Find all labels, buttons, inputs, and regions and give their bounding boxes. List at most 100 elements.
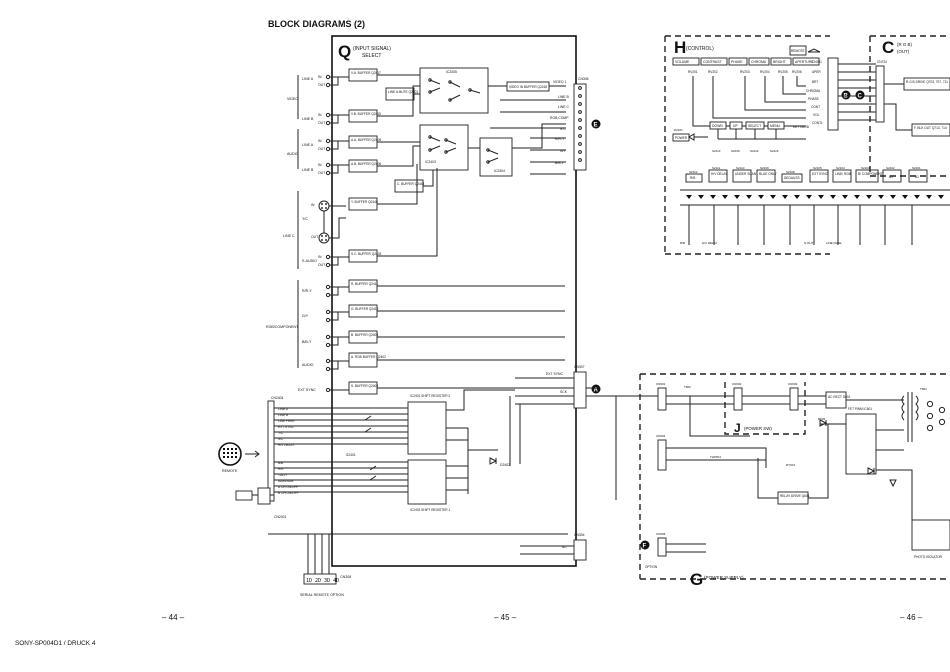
line-label: LINE A [302,77,314,81]
svg-text:B CH ON/OFF: B CH ON/OFF [278,491,299,495]
ac-rect-label: AC RECT D601 [828,395,851,399]
switch-id-labels: S2113 S2111 S2110 S2109 S2108 S2105 S210… [689,166,921,174]
board-q-title: (INPUT SIGNAL) [353,46,391,52]
svg-text:BRIGHT: BRIGHT [773,60,786,64]
svg-text:B/B-Y: B/B-Y [555,161,565,165]
inter-board-wires [586,387,656,500]
svg-text:A: A [594,388,599,394]
svg-text:LINE FREE: LINE FREE [826,241,842,245]
svg-text:S2113: S2113 [689,170,698,174]
svg-text:IN: IN [318,75,322,79]
t602-label: T602 [684,385,691,389]
rgb-drive-label: R.G.B DRIVE Q703, 707, 711 [906,80,948,84]
svg-text:Y. BUFFER Q2446: Y. BUFFER Q2446 [351,200,378,204]
power-connectors: CN601 CN602 CN603 CN604 CN605 [656,382,799,557]
svg-text:B. BUFFER Q2408: B. BUFFER Q2408 [351,333,378,337]
svg-text:H/V DELAY: H/V DELAY [711,172,728,176]
svg-text:LINE B: LINE B [558,95,569,99]
svg-text:H/V DELAY: H/V DELAY [278,443,295,447]
svg-text:S2113: S2113 [712,149,721,153]
cn304-connector [573,539,587,561]
board-c-title: (R G B) [897,42,912,47]
line-label: S-AUDIO [302,259,317,263]
svg-text:OUT: OUT [318,83,325,87]
cn724-connector [875,65,885,123]
shift-register-label: IC2402 SHIFT REGISTER 1 [410,508,450,512]
svg-text:CONTRAST: CONTRAST [703,60,722,64]
svg-text:R/B: R/B [680,241,685,245]
remote-icon [218,442,260,466]
board-c: C (R G B) (OUT) CN724 R.G.B DRIVE Q703, … [838,35,950,177]
svg-text:C: C [858,94,863,100]
key-in-label: KEY IN/OD [793,125,810,129]
d2402-label: D2402 [500,463,510,467]
line-label: EXT SYNC [298,388,316,392]
svg-text:RV204: RV204 [760,70,770,74]
fet-pwm-block [845,413,877,475]
svg-text:OUT: OUT [318,147,325,151]
remote-input-labels: LINE A LINE B LINE FREE EXT SYNC Y/C S/C… [278,407,299,495]
s2401-label: S2401 [346,453,356,457]
control-signal-labels: APER BRT CHROMA PHASE CONT VOL CONTL [806,70,823,125]
serial-wires [268,533,568,574]
svg-text:BLUE ONLY: BLUE ONLY [759,172,778,176]
input-terminals [325,74,331,393]
switch-drop-wires [688,205,913,245]
svg-text:S2103: S2103 [861,166,870,170]
svg-text:RV206: RV206 [792,70,802,74]
marker-f: F [640,540,650,550]
svg-text:S/C: S/C [278,437,284,441]
output-wires [490,99,566,175]
svg-text:R/R-Y: R/R-Y [555,137,565,141]
thp601-label: THP601 [710,455,721,459]
svg-text:DEGAUSS: DEGAUSS [784,176,800,180]
svg-text:S2114: S2114 [750,149,759,153]
svg-text:RV203: RV203 [740,70,750,74]
board-q: Q (INPUT SIGNAL) SELECT VIDEO AUDIO LINE… [218,35,601,597]
line-label: B/B-Y [302,340,312,344]
svg-text:S2106: S2106 [731,149,740,153]
svg-text:R. BUFFER Q2411: R. BUFFER Q2411 [351,282,378,286]
svg-text:VIDEO 1: VIDEO 1 [553,80,566,84]
fblk-out-label: F. BLK OUT Q713, 714 [914,126,947,130]
svg-text:H/V DELAY: H/V DELAY [702,241,717,245]
serial-remote-option: SERIAL REMOTE OPTION [300,593,344,597]
board-c-frame [869,35,950,177]
svg-text:E: E [594,123,598,129]
svg-text:C. BUFFER Q2443: C. BUFFER Q2443 [397,182,425,186]
board-j-letter: J [734,421,741,435]
svg-text:OUT: OUT [318,171,325,175]
svg-text:CN605: CN605 [656,532,666,536]
svg-text:S2101: S2101 [912,166,921,170]
cn308-connector [303,573,337,585]
s-video-connectors [318,200,346,244]
svg-text:IN: IN [318,163,322,167]
svg-text:G/Y: G/Y [560,149,567,153]
svg-text:APER: APER [812,70,821,74]
svg-text:R/B: R/B [690,176,695,180]
svg-text:VOL: VOL [813,113,820,117]
cn2404-connector [267,400,275,502]
cn2401-connector [257,487,271,505]
board-h-title: (CONTROL) [686,46,714,52]
board-q-frame [331,35,577,567]
page-number-right: – 46 – [900,613,923,622]
svg-text:A.B. BUFFER Q2406: A.B. BUFFER Q2406 [351,162,381,166]
svg-text:S. BUFFER Q2409: S. BUFFER Q2409 [351,384,378,388]
svg-text:S.C. BUFFER Q2403: S.C. BUFFER Q2403 [351,252,382,256]
svg-text:DOWN: DOWN [712,124,723,128]
led-bus [680,189,950,206]
cn201-label: CN201 [812,60,822,64]
shift-register-2 [407,401,447,455]
shift-register-label: IC2401 SHIFT REGISTER 2 [410,394,450,398]
svg-text:LINE A: LINE A [278,407,289,411]
svg-text:V.B. BUFFER Q2415: V.B. BUFFER Q2415 [351,112,381,116]
svg-text:RV205: RV205 [778,70,788,74]
svg-text:MAIN/SUB: MAIN/SUB [278,479,293,483]
marker-e: E [591,119,601,129]
transformer-t601 [901,392,946,442]
svg-text:Y/C: Y/C [278,431,284,435]
line-label: Y/C [302,217,308,221]
group-rgb: RGB/COMPONENT [266,325,299,329]
board-h-frame [664,35,830,255]
